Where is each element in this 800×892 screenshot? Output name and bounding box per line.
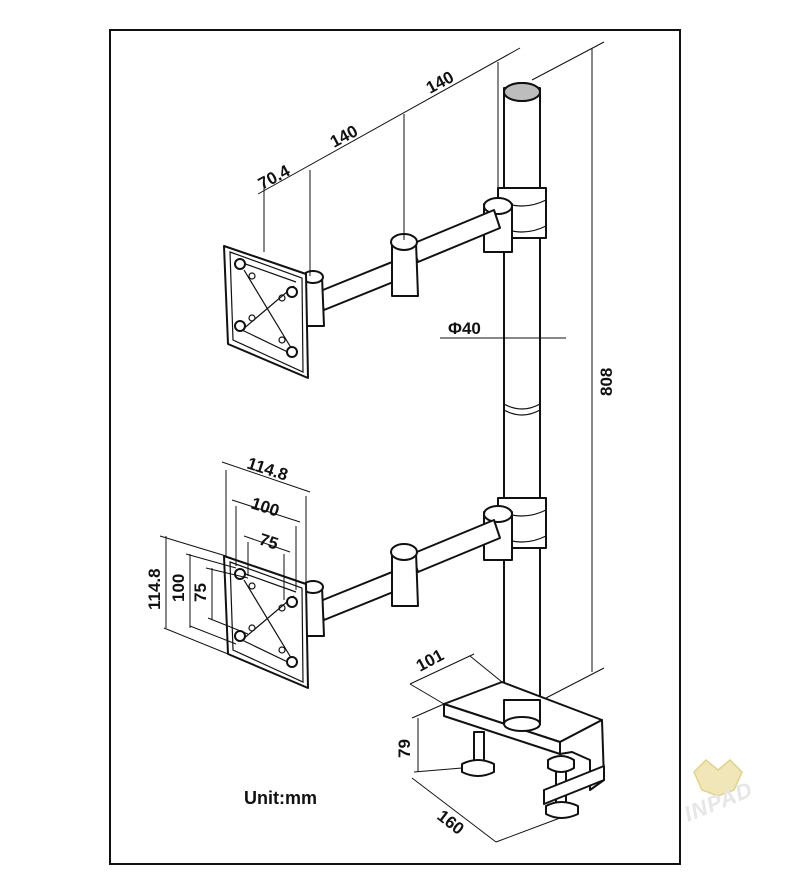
desk-clamp: [443, 681, 605, 819]
logo-mask-icon: [693, 758, 743, 797]
dim-arm-segment-2: 140: [423, 67, 457, 97]
pole: [503, 82, 541, 725]
dim-vesa-100-width: 100: [249, 494, 282, 521]
lower-vesa-plate: [223, 555, 309, 689]
lower-arm: [302, 519, 501, 637]
dim-vesa-75-width: 75: [257, 530, 281, 554]
upper-vesa-plate: [223, 245, 309, 379]
unit-label: Unit:mm: [244, 788, 317, 808]
dim-pole-height: 808: [597, 368, 616, 396]
drawing-frame: [109, 29, 681, 865]
dimension-lines: [159, 41, 605, 843]
dim-clamp-height: 79: [395, 739, 414, 758]
dim-arm-depth-1: 70.4: [255, 161, 294, 194]
dim-arm-segment-1: 140: [327, 121, 361, 151]
brand-logo: INPAD: [681, 758, 756, 827]
upper-arm: [302, 209, 501, 327]
dim-clamp-length: 160: [434, 806, 468, 838]
dim-vesa-100-height: 100: [169, 574, 188, 602]
dim-vesa-75-height: 75: [191, 583, 210, 602]
dim-pole-diameter: Φ40: [448, 319, 481, 338]
dim-vesa-plate-height: 114.8: [145, 568, 164, 610]
dim-clamp-depth: 101: [413, 645, 447, 675]
dim-vesa-plate-width: 114.8: [245, 454, 290, 485]
